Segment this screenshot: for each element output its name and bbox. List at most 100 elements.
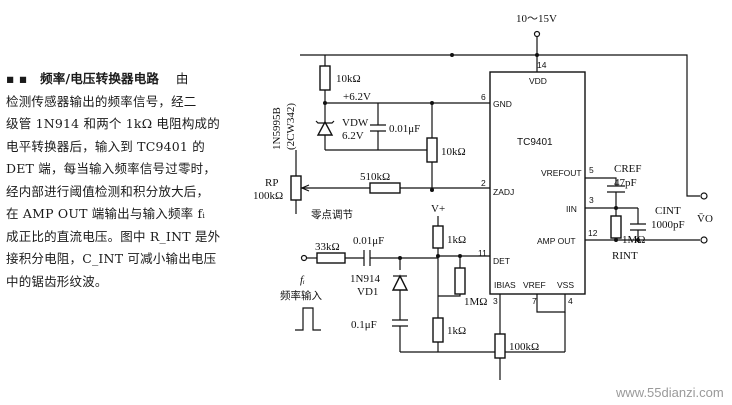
description-text: ▪ ▪ 频率/电压转换器电路 由 检测传感器输出的频率信号，经二 级管 1N91…	[6, 68, 274, 293]
capacitor-cref	[607, 185, 625, 200]
resistor-10k-gnd	[426, 137, 438, 163]
r-det-top-label: 1kΩ	[447, 234, 466, 246]
resistor-100k	[494, 333, 506, 359]
cref-label: CREF	[614, 163, 642, 175]
v62-label: +6.2V	[343, 91, 371, 103]
watermark: www.55dianzi.com	[615, 385, 724, 400]
r-zadj-label: 510kΩ	[360, 171, 390, 183]
junction-dot	[430, 188, 434, 192]
heading-prefix: ▪ ▪	[6, 71, 28, 86]
cint-value: 1000pF	[651, 219, 685, 231]
pin-14: 14	[537, 60, 547, 70]
bias-label: IBIAS	[494, 280, 516, 290]
pin-5: 5	[589, 165, 594, 175]
vdw-label: VDW	[342, 117, 369, 129]
capacitor-input	[345, 250, 438, 266]
supply-terminal	[533, 30, 541, 38]
gnd-label: GND	[493, 99, 512, 109]
resistor-rint	[610, 215, 622, 239]
zero-adjust-label: 零点调节	[311, 209, 353, 221]
junction-dot	[398, 256, 402, 260]
det-label: DET	[493, 256, 510, 266]
r-gnd-label: 10kΩ	[441, 146, 466, 158]
pin-3: 3	[589, 195, 594, 205]
diode-ref: VD1	[357, 286, 378, 298]
text-line-0: 由	[175, 71, 189, 86]
heading-line: ▪ ▪ 频率/电压转换器电路 由	[6, 68, 274, 91]
ground-wire	[400, 342, 565, 353]
capacitor-01	[392, 312, 408, 352]
text-line-1: 检测传感器输出的频率信号，经二	[6, 93, 197, 109]
resistor-33k	[316, 252, 346, 264]
pin-bias: 3	[493, 296, 498, 306]
top-rail-wire	[300, 54, 700, 197]
freq-input-label: 频率输入	[280, 289, 322, 302]
text-line-5: 经内部进行阈值检测和积分放大后，	[6, 183, 210, 199]
wiper-arrow	[300, 184, 310, 192]
supply-label: 10～15V	[516, 13, 557, 25]
c-in-label: 0.01μF	[353, 235, 384, 247]
zener-part: 1N5995B	[271, 107, 283, 150]
output-terminal-bottom	[700, 236, 708, 244]
wire	[438, 294, 461, 297]
vref-label: VREF	[523, 280, 546, 290]
zener-part-alt: (2CW342)	[285, 103, 297, 150]
ampout-label: AMP OUT	[537, 236, 576, 246]
vplus-label: V+	[431, 203, 445, 215]
pin-2: 2	[481, 178, 486, 188]
r-top-label: 10kΩ	[336, 73, 361, 85]
text-line-3: 电平转换器后，输入到 TC9401 的	[6, 138, 205, 154]
vdd-label: VDD	[529, 76, 547, 86]
rint-label: RINT	[612, 250, 638, 262]
pin-6: 6	[481, 92, 486, 102]
cref-value: 47pF	[614, 177, 637, 189]
capacitor-001	[370, 103, 386, 150]
section-heading: 频率/电压转换器电路	[40, 71, 160, 86]
r-in-label: 33kΩ	[315, 241, 340, 253]
r-1m-det-label: 1MΩ	[464, 296, 487, 308]
input-terminal	[300, 254, 308, 262]
text-line-6: 在 AMP OUT 端输出与输入频率 fᵢ	[6, 206, 206, 221]
vrefout-wire	[585, 177, 617, 186]
text-line-4: DET 端，每当输入频率信号过零时，	[6, 161, 217, 176]
junction-dot	[450, 53, 454, 57]
chip-name: TC9401	[517, 137, 553, 148]
capacitor-cint	[630, 208, 646, 240]
zadj-label: ZADJ	[493, 187, 514, 197]
text-line-9: 中的锯齿形纹波。	[6, 273, 108, 289]
junction-dot	[436, 254, 440, 258]
vo-label: V̄O	[697, 213, 713, 225]
resistor-510k	[369, 182, 401, 194]
junction-dot	[430, 101, 434, 105]
r-bias-label: 100kΩ	[509, 341, 539, 353]
pulse-waveform	[295, 307, 321, 331]
c-gnd-label: 0.01μF	[389, 123, 420, 135]
output-terminal-top	[700, 192, 708, 200]
text-line-7: 成正比的直流电压。图中 R_INT 是外	[6, 228, 221, 244]
potentiometer-rp	[290, 175, 302, 201]
pin-4: 4	[568, 296, 573, 306]
resistor-1k-top	[432, 225, 444, 249]
zener-diode	[316, 120, 334, 136]
junction-dot	[535, 53, 539, 57]
junction-dot	[614, 238, 618, 242]
resistor-10k-top	[319, 65, 331, 91]
iin-label: IIN	[566, 204, 577, 214]
junction-dot	[636, 238, 640, 242]
rp-label: RP	[265, 177, 278, 189]
rp-value: 100kΩ	[253, 190, 283, 202]
pin-12: 12	[588, 228, 598, 238]
cint-label: CINT	[655, 205, 681, 217]
diode-label: 1N914	[350, 273, 380, 285]
resistor-1m-det	[454, 267, 466, 295]
vss-label: VSS	[557, 280, 574, 290]
pin-11: 11	[478, 248, 487, 258]
diode-vd1	[391, 274, 409, 291]
text-line-8: 接积分电阻，C_INT 可减小输出电压	[6, 251, 217, 266]
junction-dot	[323, 101, 327, 105]
junction-dot	[458, 254, 462, 258]
pin-7: 7	[532, 296, 537, 306]
r-det-bot-label: 1kΩ	[447, 325, 466, 337]
vdw-voltage: 6.2V	[342, 130, 364, 142]
